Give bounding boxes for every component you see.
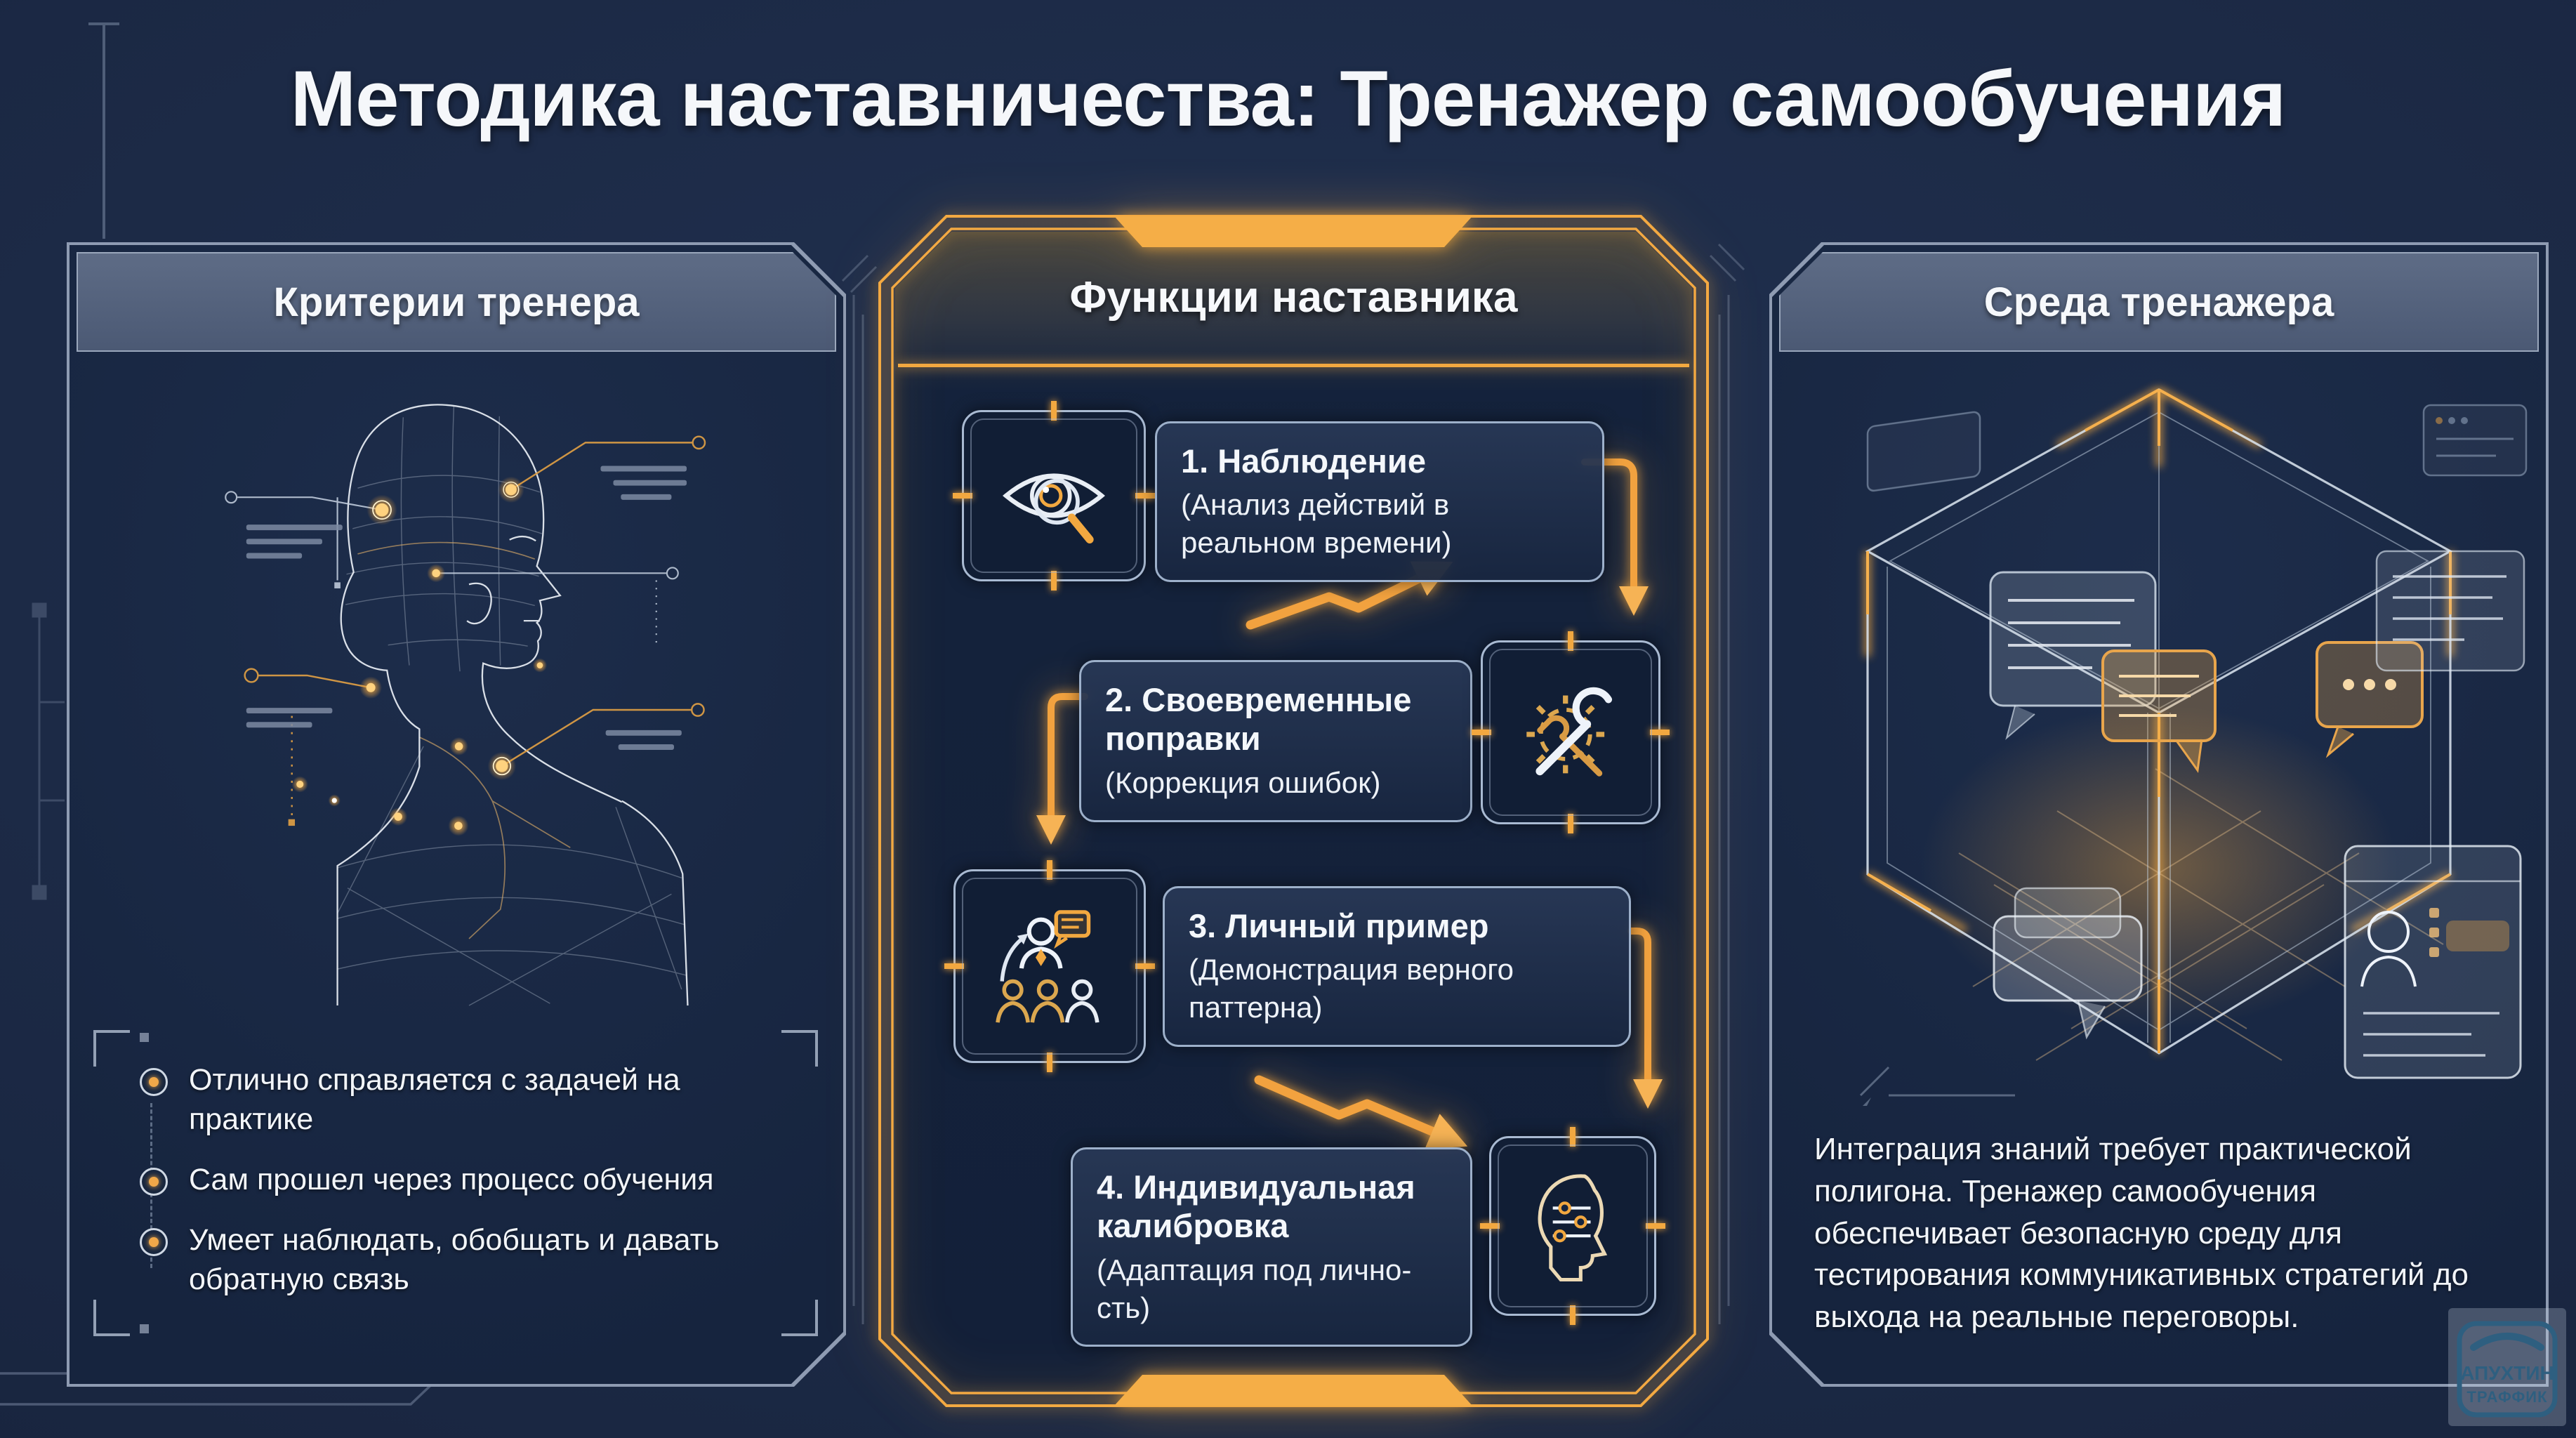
tick-icon <box>1472 730 1491 735</box>
trainer-criteria-header-label: Критерии тренера <box>273 279 640 325</box>
step-1-text-box: 1. Наблюдение (Анализ действий в реально… <box>1155 421 1604 582</box>
list-item: Отлично справляется с задачей на практик… <box>140 1061 790 1140</box>
bullet-text: Сам прошел через процесс обучения <box>189 1162 714 1196</box>
tick-icon <box>1570 1127 1576 1147</box>
eye-magnifier-icon <box>1003 473 1105 543</box>
tick-icon <box>1570 1305 1576 1325</box>
square-dot-icon <box>140 1324 149 1333</box>
header-separator-line <box>898 364 1689 367</box>
tick-icon <box>1480 1223 1500 1229</box>
head-sliders-icon <box>1538 1174 1608 1282</box>
presenter-audience-icon <box>996 910 1099 1023</box>
panel-mentor-functions: Функции наставника <box>874 211 1713 1411</box>
tick-icon <box>944 963 964 969</box>
tick-icon <box>1047 1053 1052 1072</box>
step-title: 2. Своевременные поправки <box>1105 681 1412 758</box>
step-title: 3. Личный пример <box>1189 907 1489 944</box>
tick-icon <box>1568 814 1573 833</box>
tick-icon <box>1051 401 1057 421</box>
bracket-top-left-icon <box>93 1030 130 1067</box>
panel-trainer-criteria: Критерии тренера <box>67 242 846 1387</box>
mentor-functions-header-label: Функции наставника <box>1069 272 1518 322</box>
step-3-text-box: 3. Личный пример (Демонстрация верного п… <box>1163 886 1631 1047</box>
step-subtitle: (Демонстрация верного паттерна) <box>1189 953 1514 1024</box>
step-title: 1. Наблюдение <box>1181 442 1426 480</box>
orange-frame-icon <box>878 215 1709 1407</box>
bullet-text: Умеет наблюдать, обобщать и давать обрат… <box>189 1222 720 1296</box>
list-item: Умеет наблюдать, обобщать и давать обрат… <box>140 1221 790 1300</box>
panel-simulator-environment: Среда тренажера <box>1769 242 2549 1387</box>
tick-icon <box>1135 493 1155 499</box>
wrench-gear-icon <box>1526 687 1613 777</box>
tick-icon <box>1646 1223 1665 1229</box>
step-2-text-box: 2. Своевременные поправки (Коррекция оши… <box>1079 660 1472 822</box>
square-dot-icon <box>140 1033 149 1042</box>
bullet-dot-icon <box>140 1068 168 1096</box>
step-subtitle: (Коррекция ошибок) <box>1105 765 1381 799</box>
tick-icon <box>1568 631 1573 651</box>
step-2-icon-box <box>1472 631 1670 833</box>
step-1-icon-box <box>953 401 1155 591</box>
step-subtitle: (Адаптация под лично­сть) <box>1097 1253 1412 1324</box>
tick-icon <box>1047 860 1052 880</box>
tick-icon <box>1650 730 1670 735</box>
list-item: Сам прошел через процесс обучения <box>140 1161 790 1200</box>
panel-background <box>70 245 843 1384</box>
mentor-functions-header: Функции наставника <box>958 239 1629 355</box>
watermark-logo-icon: АПУХТИН ТРАФФИК <box>2457 1321 2558 1418</box>
page-title: Методика наставничества: Тренажер самооб… <box>290 55 2286 143</box>
step-4-icon-box <box>1480 1127 1665 1325</box>
holographic-cube-icon <box>1859 387 2528 1106</box>
bracket-bottom-right-icon <box>781 1300 818 1336</box>
trainer-criteria-list: Отлично справляется с задачей на практик… <box>93 1030 818 1336</box>
simulator-environment-header-label: Среда тренажера <box>1983 279 2334 325</box>
watermark-line1: АПУХТИН <box>2460 1362 2554 1384</box>
tick-icon <box>953 493 972 499</box>
bullet-dot-icon <box>140 1167 168 1196</box>
wireframe-head-icon <box>225 404 706 1006</box>
bracket-top-right-icon <box>781 1030 818 1067</box>
bracket-bottom-left-icon <box>93 1300 130 1336</box>
flow-arrows-icon <box>1036 459 1663 1149</box>
trainer-criteria-header: Критерии тренера <box>77 252 836 352</box>
step-4-text-box: 4. Индивидуальная калибровка (Адаптация … <box>1071 1147 1472 1347</box>
watermark-line2: ТРАФФИК <box>2466 1388 2547 1406</box>
step-title: 4. Индивидуальная калибровка <box>1097 1168 1415 1245</box>
step-3-icon-box <box>944 860 1155 1072</box>
simulator-environment-header: Среда тренажера <box>1779 252 2539 352</box>
tick-icon <box>1135 963 1155 969</box>
step-subtitle: (Анализ действий в реальном времени) <box>1181 488 1452 560</box>
bullet-dot-icon <box>140 1227 168 1256</box>
tick-icon <box>1051 571 1057 591</box>
watermark-badge: АПУХТИН ТРАФФИК <box>2448 1308 2566 1426</box>
bullet-text: Отлично справляется с задачей на практик… <box>189 1063 680 1136</box>
simulator-description: Интеграция знаний требует практической п… <box>1814 1132 2469 1335</box>
